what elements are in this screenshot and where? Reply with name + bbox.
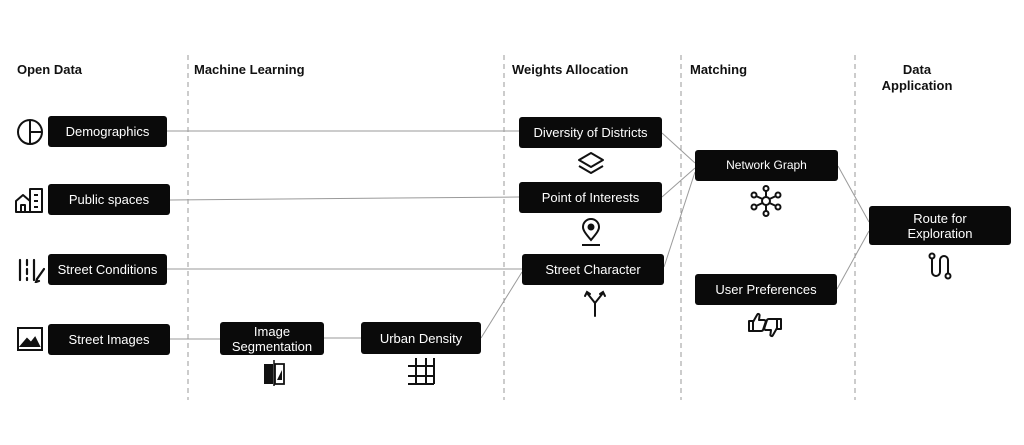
connector-diversity-network	[661, 132, 696, 164]
node-route-for-exploration: Route for Exploration	[869, 206, 1011, 245]
route-icon	[927, 252, 953, 280]
node-user-preferences: User Preferences	[695, 274, 837, 305]
column-header-data-application: Data Application	[881, 62, 953, 93]
node-public-spaces: Public spaces	[48, 184, 170, 215]
connector-density-character	[480, 271, 523, 339]
node-demographics: Demographics	[48, 116, 167, 147]
branch-split-icon	[582, 288, 608, 318]
connector-public-spaces-poi	[169, 196, 520, 201]
connector-preferences-route	[836, 230, 870, 290]
map-pin-icon	[580, 218, 602, 248]
mirror-segment-icon	[261, 358, 287, 386]
connector-character-network	[663, 171, 696, 268]
node-urban-density: Urban Density	[361, 322, 481, 354]
buildings-icon	[14, 186, 44, 214]
thumbs-up-down-icon	[747, 309, 783, 341]
node-street-character: Street Character	[522, 254, 664, 285]
column-header-matching: Matching	[690, 62, 748, 77]
column-header-open-data: Open Data	[17, 62, 83, 77]
road-marking-icon	[17, 257, 45, 283]
node-point-of-interests: Point of Interests	[519, 182, 662, 213]
node-street-images: Street Images	[48, 324, 170, 355]
column-header-machine-learning: Machine Learning	[194, 62, 305, 77]
grid-icon	[407, 357, 435, 385]
node-street-conditions: Street Conditions	[48, 254, 167, 285]
node-image-segmentation: Image Segmentation	[220, 322, 324, 355]
pie-chart-icon	[16, 118, 44, 146]
connector-poi-network	[661, 167, 696, 198]
node-diversity-of-districts: Diversity of Districts	[519, 117, 662, 148]
column-header-weights-allocation: Weights Allocation	[512, 62, 629, 77]
network-hub-icon	[750, 185, 782, 217]
image-icon	[16, 326, 44, 352]
connector-network-route	[837, 165, 870, 223]
layers-icon	[577, 151, 605, 177]
node-network-graph: Network Graph	[695, 150, 838, 181]
